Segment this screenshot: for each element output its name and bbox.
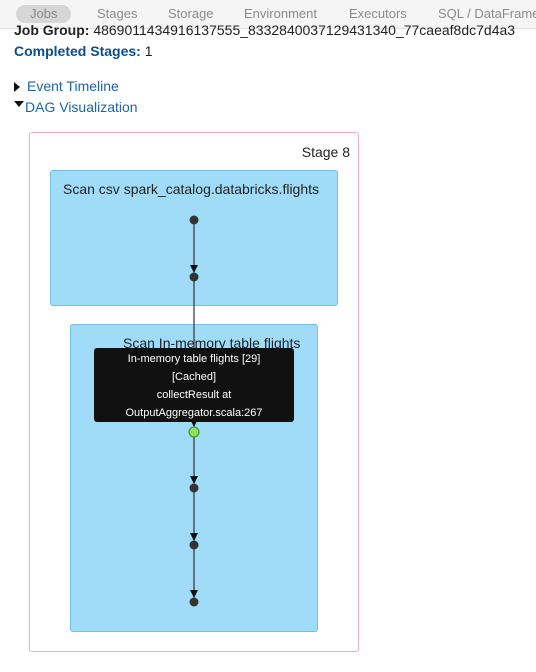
tooltip-line: OutputAggregator.scala:267	[125, 407, 263, 419]
completed-stages-line: Completed Stages: 1	[14, 43, 153, 59]
job-group-value: 4869011434916137555_8332840037129431340_…	[93, 22, 516, 38]
tooltip-line: collectResult at	[156, 389, 232, 401]
completed-stages-value: 1	[144, 43, 153, 59]
tooltip-line: In-memory table flights [29]	[127, 353, 261, 365]
stage-label: Stage 8	[301, 144, 350, 160]
dag-node[interactable]	[189, 272, 199, 282]
tab-jobs[interactable]: Jobs	[16, 5, 72, 23]
job-group-label: Job Group:	[14, 22, 90, 38]
job-group-line: Job Group: 4869011434916137555_833284003…	[14, 22, 515, 38]
cluster-scan-csv-label: Scan csv spark_catalog.databricks.flight…	[63, 181, 320, 197]
tooltip-line: [Cached]	[171, 371, 217, 383]
dag-node[interactable]	[189, 483, 199, 493]
event-timeline-toggle[interactable]: Event Timeline	[14, 78, 119, 94]
tab-environment[interactable]: Environment	[244, 6, 317, 21]
completed-stages-label: Completed Stages:	[14, 43, 141, 59]
event-timeline-label: Event Timeline	[27, 78, 119, 94]
tab-stages[interactable]: Stages	[97, 6, 138, 21]
expand-arrow-icon	[14, 82, 20, 93]
tab-executors[interactable]: Executors	[349, 6, 407, 21]
dag-node[interactable]	[189, 215, 199, 225]
dag-node-highlighted[interactable]	[188, 426, 200, 438]
top-nav: Jobs Stages Storage Environment Executor…	[0, 0, 536, 29]
cluster-scan-inmemory-label: Scan In-memory table flights	[123, 335, 301, 351]
collapse-arrow-icon	[14, 101, 24, 107]
dag-visualization-toggle[interactable]: DAG Visualization	[14, 99, 138, 115]
tab-sql-dataframe[interactable]: SQL / DataFrame	[438, 6, 536, 21]
node-tooltip: In-memory table flights [29] [Cached] co…	[94, 348, 294, 422]
dag-node[interactable]	[189, 540, 199, 550]
dag-node[interactable]	[189, 597, 199, 607]
tab-storage[interactable]: Storage	[168, 6, 214, 21]
dag-visualization-label: DAG Visualization	[25, 99, 138, 115]
